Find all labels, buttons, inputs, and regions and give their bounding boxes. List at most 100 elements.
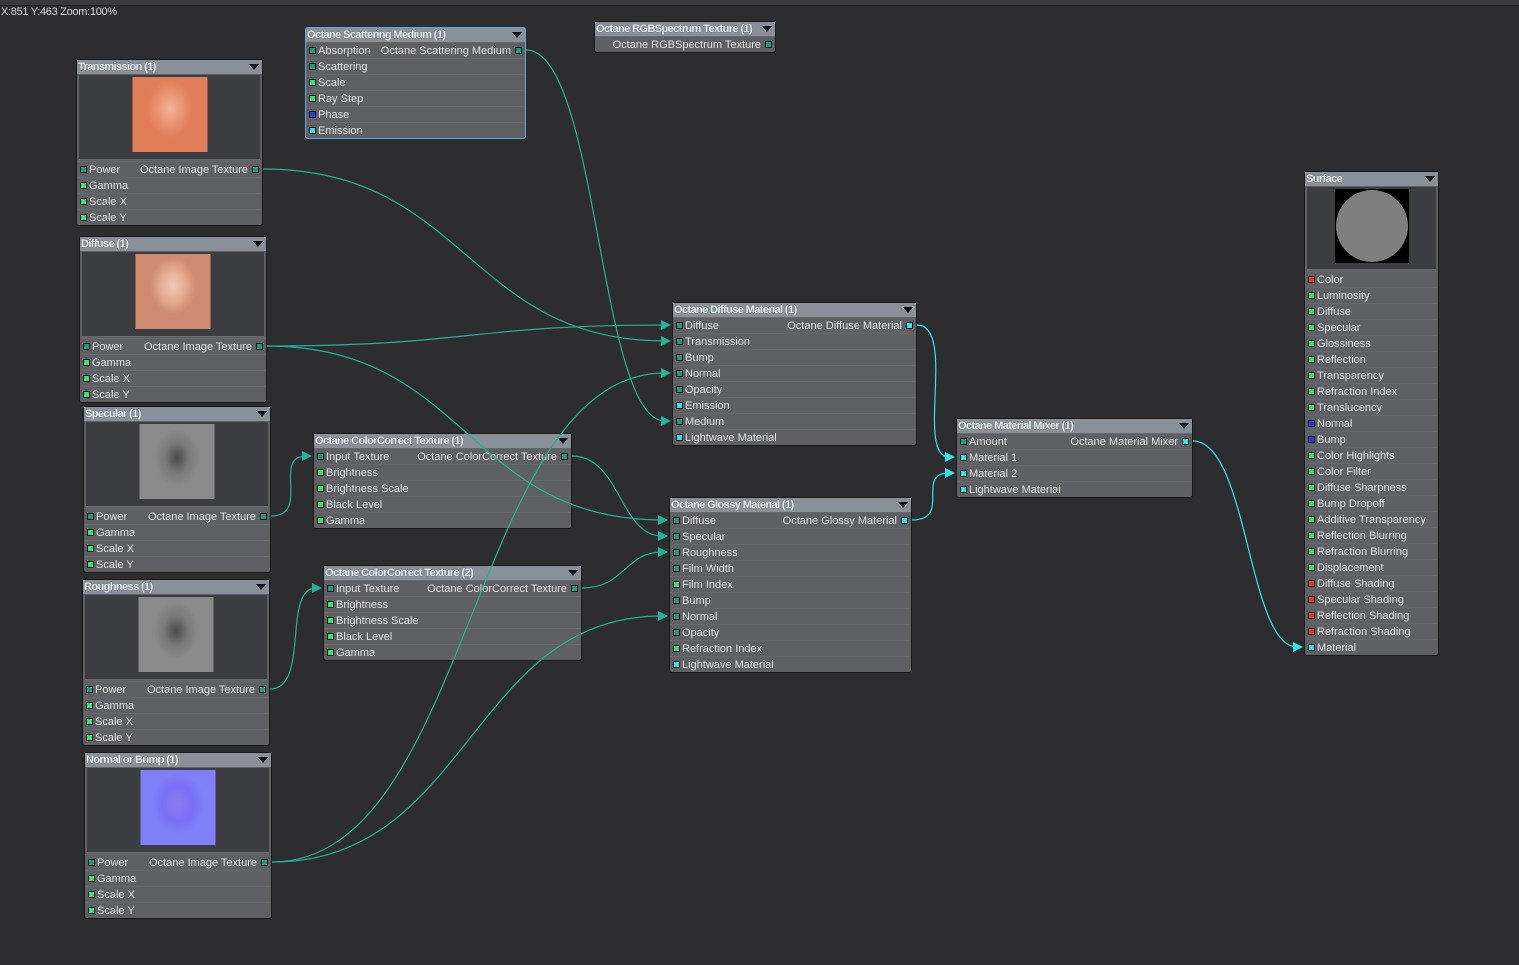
input-port-scale-x[interactable] — [80, 198, 87, 205]
node-title-bar[interactable]: Diffuse (1) — [80, 237, 266, 251]
input-port-ray-step[interactable] — [309, 95, 316, 102]
input-port-color-highlights[interactable] — [1308, 452, 1315, 459]
node-title-bar[interactable]: Octane RGBSpectrum Texture (1) — [595, 22, 775, 36]
input-port-gamma[interactable] — [87, 529, 94, 536]
input-port-diffuse-shading[interactable] — [1308, 580, 1315, 587]
input-port-scale-x[interactable] — [87, 545, 94, 552]
input-port-emission[interactable] — [309, 127, 316, 134]
input-port-specular[interactable] — [1308, 324, 1315, 331]
dropdown-arrow-icon[interactable] — [558, 438, 568, 444]
input-port-opacity[interactable] — [676, 386, 683, 393]
input-port-lightwave-material[interactable] — [676, 434, 683, 441]
node-cc1[interactable]: Octane ColorCorrect Texture (1)Input Tex… — [313, 433, 572, 529]
output-port[interactable] — [515, 47, 522, 54]
input-port-scale-x[interactable] — [88, 891, 95, 898]
input-port-glossiness[interactable] — [1308, 340, 1315, 347]
node-title-bar[interactable]: Roughness (1) — [83, 580, 269, 594]
dropdown-arrow-icon[interactable] — [762, 26, 772, 32]
dropdown-arrow-icon[interactable] — [898, 502, 908, 508]
dropdown-arrow-icon[interactable] — [253, 241, 263, 247]
input-port-power[interactable] — [86, 686, 93, 693]
input-port-phase[interactable] — [309, 111, 316, 118]
input-port-power[interactable] — [88, 859, 95, 866]
input-port-brightness-scale[interactable] — [317, 485, 324, 492]
input-port-bump-dropoff[interactable] — [1308, 500, 1315, 507]
input-port-medium[interactable] — [676, 418, 683, 425]
output-port[interactable] — [906, 322, 913, 329]
output-port[interactable] — [561, 453, 568, 460]
input-port-power[interactable] — [80, 166, 87, 173]
input-port-input-texture[interactable] — [317, 453, 324, 460]
output-port[interactable] — [256, 343, 263, 350]
input-port-gamma[interactable] — [317, 517, 324, 524]
input-port-film-index[interactable] — [673, 581, 680, 588]
node-cc2[interactable]: Octane ColorCorrect Texture (2)Input Tex… — [323, 565, 582, 661]
input-port-roughness[interactable] — [673, 549, 680, 556]
input-port-transmission[interactable] — [676, 338, 683, 345]
input-port-film-width[interactable] — [673, 565, 680, 572]
input-port-specular-shading[interactable] — [1308, 596, 1315, 603]
output-port[interactable] — [901, 517, 908, 524]
output-port[interactable] — [252, 166, 259, 173]
input-port-refraction-shading[interactable] — [1308, 628, 1315, 635]
input-port-normal[interactable] — [1308, 420, 1315, 427]
input-port-material[interactable] — [1308, 644, 1315, 651]
input-port-specular[interactable] — [673, 533, 680, 540]
input-port-scale-x[interactable] — [86, 718, 93, 725]
dropdown-arrow-icon[interactable] — [249, 64, 259, 70]
input-port-scale[interactable] — [309, 79, 316, 86]
dropdown-arrow-icon[interactable] — [903, 307, 913, 313]
dropdown-arrow-icon[interactable] — [512, 32, 522, 38]
input-port-scale-y[interactable] — [86, 734, 93, 741]
input-port-refraction-blurring[interactable] — [1308, 548, 1315, 555]
node-title-bar[interactable]: Octane Diffuse Material (1) — [673, 303, 916, 317]
node-title-bar[interactable]: Normal or Bump (1) — [85, 753, 271, 767]
input-port-brightness[interactable] — [317, 469, 324, 476]
input-port-diffuse[interactable] — [1308, 308, 1315, 315]
input-port-color-filter[interactable] — [1308, 468, 1315, 475]
input-port-gamma[interactable] — [86, 702, 93, 709]
input-port-scale-x[interactable] — [83, 375, 90, 382]
input-port-absorption[interactable] — [309, 47, 316, 54]
node-title-bar[interactable]: Octane Glossy Material (1) — [670, 498, 911, 512]
input-port-refraction-index[interactable] — [673, 645, 680, 652]
input-port-input-texture[interactable] — [327, 585, 334, 592]
input-port-reflection-shading[interactable] — [1308, 612, 1315, 619]
input-port-diffuse[interactable] — [673, 517, 680, 524]
input-port-opacity[interactable] — [673, 629, 680, 636]
output-port[interactable] — [765, 41, 772, 48]
dropdown-arrow-icon[interactable] — [1425, 176, 1435, 182]
input-port-black-level[interactable] — [327, 633, 334, 640]
input-port-bump[interactable] — [676, 354, 683, 361]
input-port-emission[interactable] — [676, 402, 683, 409]
input-port-brightness-scale[interactable] — [327, 617, 334, 624]
input-port-diffuse-sharpness[interactable] — [1308, 484, 1315, 491]
node-title-bar[interactable]: Octane ColorCorrect Texture (2) — [324, 566, 581, 580]
input-port-material-2[interactable] — [960, 470, 967, 477]
input-port-normal[interactable] — [673, 613, 680, 620]
input-port-black-level[interactable] — [317, 501, 324, 508]
input-port-bump[interactable] — [1308, 436, 1315, 443]
input-port-scale-y[interactable] — [87, 561, 94, 568]
input-port-color[interactable] — [1308, 276, 1315, 283]
input-port-translucency[interactable] — [1308, 404, 1315, 411]
output-port[interactable] — [1182, 438, 1189, 445]
input-port-additive-transparency[interactable] — [1308, 516, 1315, 523]
input-port-scale-y[interactable] — [80, 214, 87, 221]
input-port-lightwave-material[interactable] — [673, 661, 680, 668]
input-port-power[interactable] — [83, 343, 90, 350]
input-port-scale-y[interactable] — [88, 907, 95, 914]
input-port-reflection[interactable] — [1308, 356, 1315, 363]
input-port-gamma[interactable] — [80, 182, 87, 189]
input-port-scattering[interactable] — [309, 63, 316, 70]
output-port[interactable] — [571, 585, 578, 592]
input-port-gamma[interactable] — [83, 359, 90, 366]
